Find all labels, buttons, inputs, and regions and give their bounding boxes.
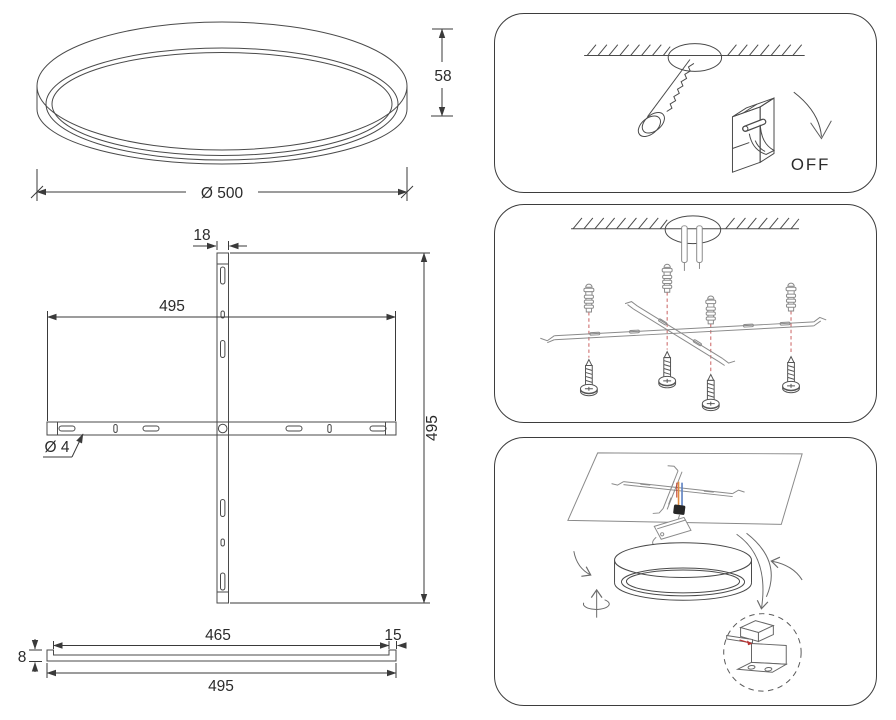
lamp-perspective-view bbox=[36, 21, 408, 165]
anchor-icon bbox=[661, 263, 673, 293]
step-1-illustration: OFF bbox=[584, 43, 832, 174]
dimension-profile-end: 15 bbox=[384, 627, 407, 649]
wall-switch-icon bbox=[731, 97, 776, 173]
anchor-icon bbox=[785, 282, 797, 312]
off-label: OFF bbox=[791, 155, 831, 174]
screw-icon bbox=[579, 358, 598, 397]
ceiling-hole bbox=[667, 43, 723, 72]
hole-diameter-label: Ø 4 bbox=[45, 439, 70, 456]
step-1-panel: OFF bbox=[494, 13, 877, 193]
profile-height-label: 8 bbox=[18, 649, 27, 666]
dimension-bracket-span-vertical: 495 bbox=[230, 252, 441, 604]
ceiling bbox=[584, 43, 805, 72]
screw-icon bbox=[701, 373, 720, 412]
ceiling-hole bbox=[664, 215, 722, 245]
center-hole bbox=[217, 423, 228, 434]
ceiling bbox=[571, 215, 800, 271]
step-2-panel bbox=[494, 204, 877, 423]
mounting-cross-front-view bbox=[46, 252, 397, 604]
dimension-drawings: 58 Ø 500 bbox=[18, 21, 453, 695]
lamp-diameter-label: Ø 500 bbox=[201, 185, 244, 202]
ceiling-hatch bbox=[586, 44, 803, 56]
screw-icon bbox=[658, 350, 677, 389]
dimension-bracket-span-horizontal: 495 bbox=[47, 298, 396, 421]
dimension-profile-total: 495 bbox=[46, 663, 397, 695]
alignment-guides bbox=[588, 292, 792, 373]
lamp-body bbox=[614, 542, 753, 601]
anchor-icon bbox=[705, 295, 717, 325]
wall-anchors bbox=[583, 263, 797, 325]
rotate-arrow-right bbox=[770, 556, 803, 581]
bracket-span-vertical-label: 495 bbox=[424, 415, 441, 441]
detail-leader-swoosh bbox=[736, 532, 772, 610]
screws bbox=[579, 350, 800, 412]
switch-pivot bbox=[742, 125, 749, 132]
callout-hole-diameter: Ø 4 bbox=[43, 433, 84, 458]
bracket-profile-view bbox=[46, 649, 397, 662]
dimension-lamp-diameter: Ø 500 bbox=[30, 167, 414, 202]
step-2-illustration bbox=[540, 215, 827, 412]
screw-icon bbox=[782, 355, 800, 394]
mounting-cross-isometric bbox=[540, 301, 827, 366]
step-3-panel bbox=[494, 437, 877, 706]
screw-icon bbox=[637, 59, 695, 137]
bracket-span-horizontal-label: 495 bbox=[159, 298, 185, 315]
profile-inner-label: 465 bbox=[205, 627, 231, 644]
dimension-bracket-width: 18 bbox=[193, 227, 247, 250]
detail-circle bbox=[723, 613, 802, 692]
dimension-profile-inner: 465 bbox=[53, 627, 390, 649]
profile-end-label: 15 bbox=[384, 627, 401, 644]
led-driver-box bbox=[652, 516, 692, 546]
mounted-cross-bracket bbox=[611, 465, 745, 514]
dimension-profile-height: 8 bbox=[18, 639, 42, 672]
dimension-lamp-height: 58 bbox=[431, 28, 453, 117]
ceiling-hatch bbox=[572, 217, 800, 230]
step-3-illustration bbox=[567, 452, 803, 692]
insert-arrow bbox=[739, 639, 753, 646]
ceiling-plane bbox=[567, 452, 803, 525]
turn-off-arrow bbox=[793, 91, 832, 140]
switch-lever bbox=[748, 124, 776, 155]
bracket-width-label: 18 bbox=[193, 227, 210, 244]
ceiling-wires bbox=[681, 225, 703, 271]
spring-clip-detail bbox=[726, 620, 788, 673]
anchor-icon bbox=[583, 283, 595, 313]
lamp-height-label: 58 bbox=[434, 68, 451, 85]
rotation-axis-icon bbox=[582, 588, 610, 618]
supply-wires bbox=[676, 481, 683, 507]
rotate-arrow-left bbox=[573, 551, 592, 577]
profile-total-label: 495 bbox=[208, 678, 234, 695]
